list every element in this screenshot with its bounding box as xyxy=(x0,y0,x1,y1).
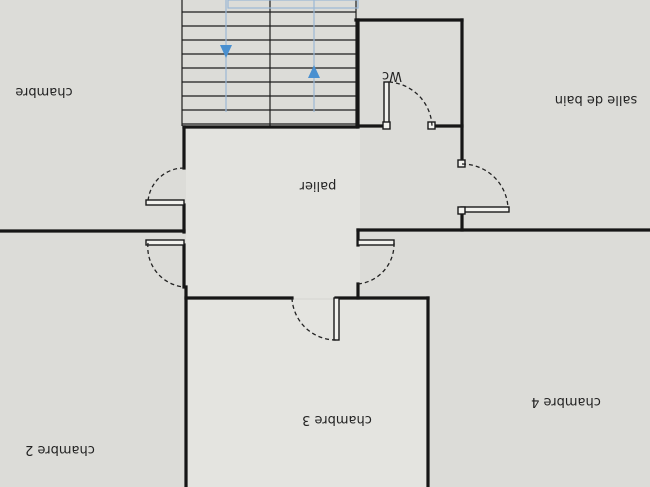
label-salle-de-bain: salle de bain xyxy=(555,92,638,107)
door-chambre-4 xyxy=(357,239,395,285)
palier-floor xyxy=(186,128,360,298)
door-chambre-2 xyxy=(145,239,185,288)
stair-landing-outline xyxy=(227,0,359,9)
label-chambre-2: chambre 2 xyxy=(25,442,95,457)
stair-up-arrow-icon xyxy=(308,65,320,78)
door-wc xyxy=(382,81,436,130)
chambre-3-floor xyxy=(188,300,428,487)
label-wc: Wc xyxy=(382,68,402,83)
label-chambre: chambre xyxy=(15,84,72,99)
door-chambre-3 xyxy=(291,297,340,341)
door-salle-de-bain xyxy=(457,159,510,215)
label-chambre-4: chambre 4 xyxy=(531,394,601,409)
stair-down-arrow-icon xyxy=(220,45,232,58)
door-chambre xyxy=(145,167,185,206)
walls xyxy=(0,18,650,487)
label-palier: palier xyxy=(299,178,336,193)
label-chambre-3: chambre 3 xyxy=(302,412,372,427)
